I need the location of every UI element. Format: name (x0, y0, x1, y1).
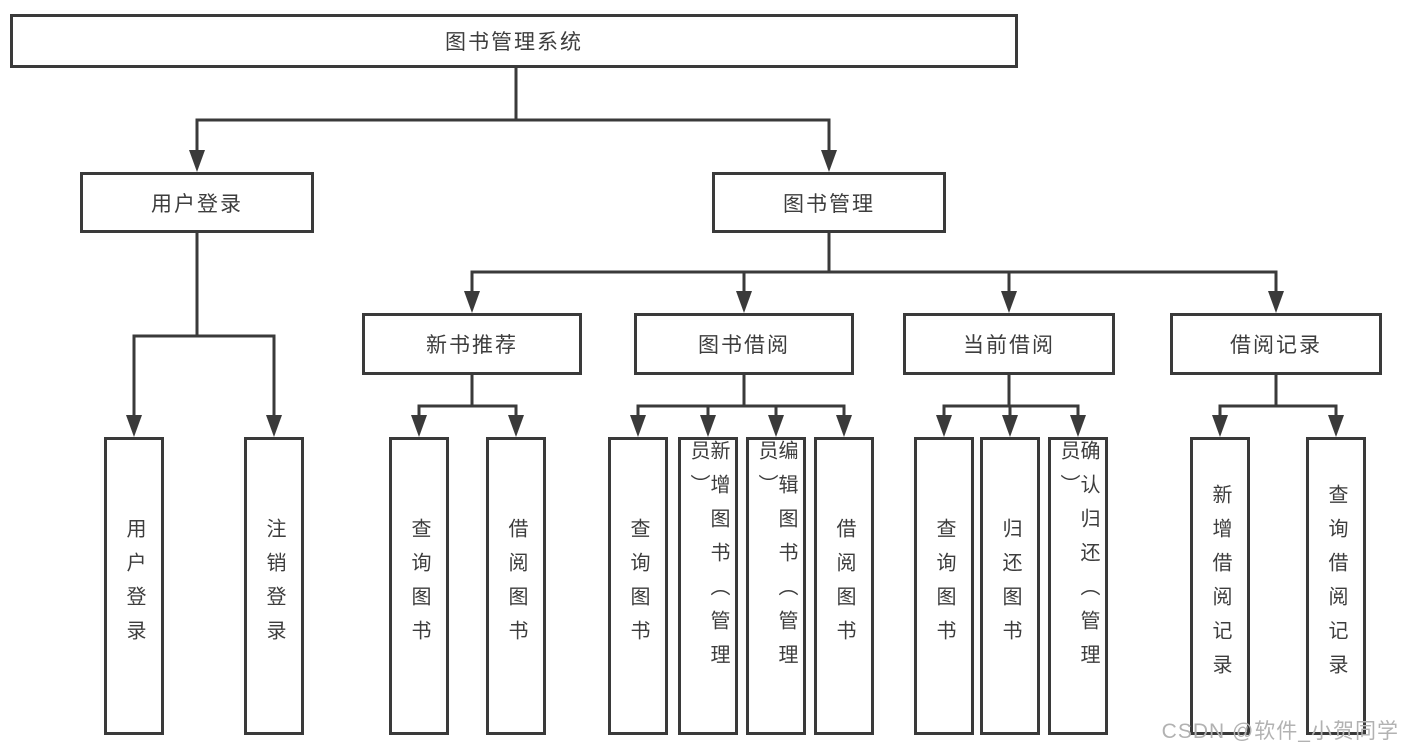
node-borrowing-records-label: 借阅记录 (1230, 334, 1322, 357)
leaf-edit-book-admin: 编辑图书（管理员） (746, 437, 806, 735)
node-new-book-recommend-label: 新书推荐 (426, 334, 518, 357)
node-book-management: 图书管理 (712, 172, 946, 233)
node-system-root: 图书管理系统 (10, 14, 1018, 68)
leaf-add-borrow-record-label: 新增借阅记录 (1209, 484, 1231, 688)
leaf-edit-book-admin-label: 编辑图书（管理员） (755, 440, 797, 678)
leaf-confirm-return-admin: 确认归还（管理员） (1048, 437, 1108, 735)
leaf-confirm-return-admin-label: 确认归还（管理员） (1057, 440, 1099, 678)
leaf-user-login: 用户登录 (104, 437, 164, 735)
leaf-recommend-borrow-books: 借阅图书 (486, 437, 546, 735)
leaf-logout-label: 注销登录 (263, 518, 285, 654)
node-new-book-recommend: 新书推荐 (362, 313, 582, 375)
node-user-login: 用户登录 (80, 172, 314, 233)
node-borrowing-records: 借阅记录 (1170, 313, 1382, 375)
leaf-recommend-query-books: 查询图书 (389, 437, 449, 735)
node-system-root-label: 图书管理系统 (445, 31, 583, 54)
leaf-user-login-label: 用户登录 (123, 518, 145, 654)
node-current-borrowing: 当前借阅 (903, 313, 1115, 375)
node-current-borrowing-label: 当前借阅 (963, 334, 1055, 357)
leaf-current-query-books: 查询图书 (914, 437, 974, 735)
node-book-borrowing-label: 图书借阅 (698, 334, 790, 357)
leaf-current-query-books-label: 查询图书 (933, 518, 955, 654)
leaf-recommend-borrow-books-label: 借阅图书 (505, 518, 527, 654)
leaf-add-book-admin: 新增图书（管理员） (678, 437, 738, 735)
csdn-watermark: CSDN @软件_小贺同学 (1161, 720, 1399, 743)
leaf-return-books: 归还图书 (980, 437, 1040, 735)
leaf-borrowing-borrow-books: 借阅图书 (814, 437, 874, 735)
node-book-borrowing: 图书借阅 (634, 313, 854, 375)
node-book-management-label: 图书管理 (783, 192, 875, 216)
leaf-add-borrow-record: 新增借阅记录 (1190, 437, 1250, 735)
node-user-login-label: 用户登录 (151, 192, 243, 216)
leaf-add-book-admin-label: 新增图书（管理员） (687, 440, 729, 678)
leaf-borrowing-query-books: 查询图书 (608, 437, 668, 735)
leaf-recommend-query-books-label: 查询图书 (408, 518, 430, 654)
leaf-borrowing-borrow-books-label: 借阅图书 (833, 518, 855, 654)
leaf-query-borrow-record-label: 查询借阅记录 (1325, 484, 1347, 688)
leaf-logout: 注销登录 (244, 437, 304, 735)
leaf-borrowing-query-books-label: 查询图书 (627, 518, 649, 654)
leaf-query-borrow-record: 查询借阅记录 (1306, 437, 1366, 735)
leaf-return-books-label: 归还图书 (999, 518, 1021, 654)
